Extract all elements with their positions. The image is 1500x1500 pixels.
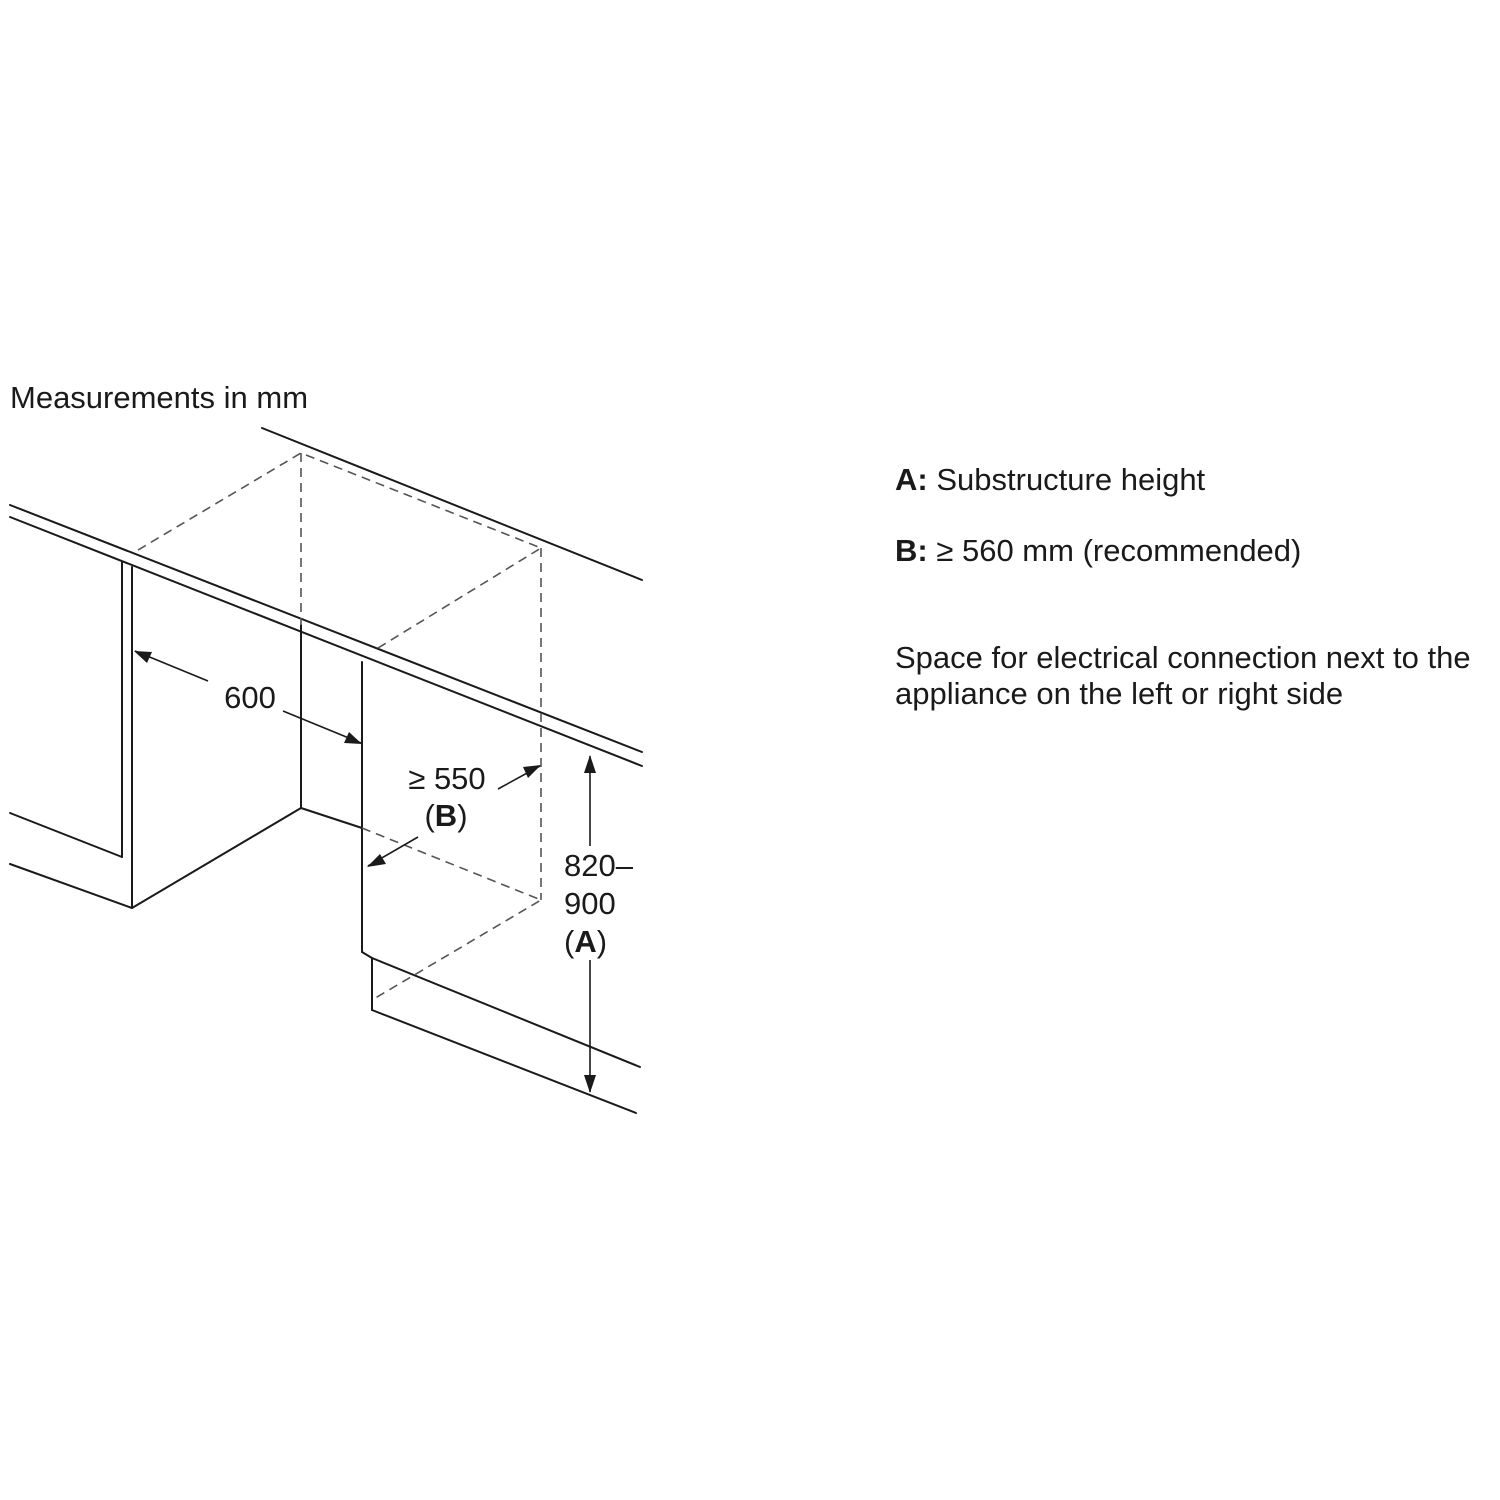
width-arrowhead-right [344, 732, 362, 744]
depth-arrowhead-lower [367, 854, 386, 867]
depth-dimension-value: ≥ 550 [408, 761, 485, 796]
worktop-top-edge [9, 504, 643, 753]
height-arrowhead-top [584, 755, 596, 773]
niche-floor-left-edge [131, 807, 302, 909]
legend: A: Substructure height B: ≥ 560 mm (reco… [895, 462, 1495, 712]
height-arrowhead-bottom [584, 1075, 596, 1093]
measurements-caption: Measurements in mm [10, 380, 309, 415]
depth-dimension-key: (B) [424, 798, 467, 833]
legend-text-b: ≥ 560 mm (recommended) [936, 533, 1302, 568]
electrical-connection-note: Space for electrical connection next to … [895, 640, 1471, 711]
height-dimension-key: (A) [564, 924, 607, 959]
appliance-outline-bottom [361, 827, 543, 1001]
niche-rear-floor-edge [300, 807, 363, 829]
left-cabinet-bottom-edge [9, 812, 123, 858]
appliance-outline-top [137, 452, 542, 551]
depth-arrowhead-upper [523, 765, 541, 778]
worktop-bottom-edge [9, 516, 643, 767]
legend-text-a: Substructure height [936, 462, 1206, 497]
height-dimension-line1: 820– [564, 848, 634, 883]
right-cabinet-plinth-top [361, 951, 373, 959]
appliance-inner-diagonal [377, 547, 542, 649]
right-cabinet-plinth-line [371, 957, 641, 1068]
left-cabinet-plinth-edge [9, 863, 133, 909]
width-arrowhead-left [134, 651, 152, 663]
legend-key-b: B: [895, 533, 928, 568]
legend-item-b: B: ≥ 560 mm (recommended) [895, 533, 1495, 569]
height-dimension-line2: 900 [564, 886, 616, 921]
legend-key-a: A: [895, 462, 928, 497]
width-dimension-label: 600 [224, 680, 276, 715]
floor-line [371, 1009, 637, 1114]
legend-item-a: A: Substructure height [895, 462, 1495, 498]
rear-wall-line [261, 427, 643, 581]
